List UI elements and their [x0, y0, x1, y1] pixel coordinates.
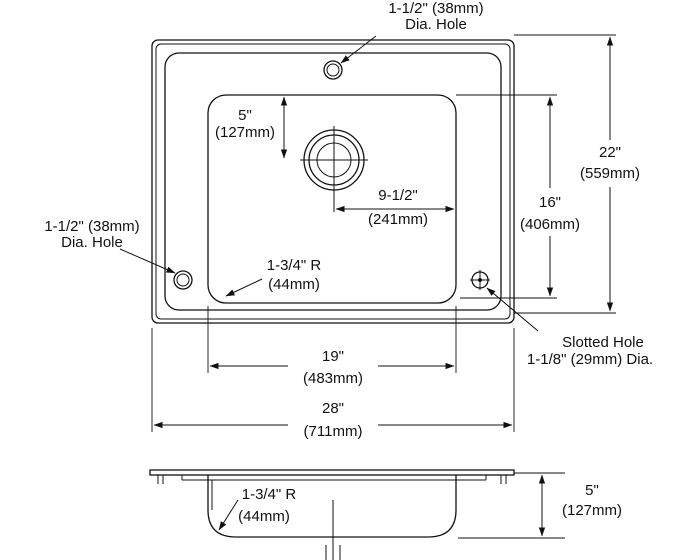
bowl-width-in: 19" — [322, 348, 344, 365]
slotted-hole-label: Slotted Hole — [562, 334, 644, 351]
side-corner-radius-leader — [218, 499, 239, 531]
side-corner-radius-mm: (44mm) — [238, 508, 290, 525]
side-hole — [173, 270, 193, 290]
overall-depth-in: 22" — [599, 144, 621, 161]
mounting-clip-left — [156, 474, 165, 484]
bowl-width-mm: (483mm) — [303, 370, 363, 387]
side-hole-label: Dia. Hole — [61, 234, 123, 251]
corner-radius-leader — [225, 278, 263, 297]
sink-outer-rim — [151, 39, 515, 324]
sink-deck — [164, 52, 502, 311]
bowl-depth-fb-mm: (406mm) — [520, 216, 580, 233]
side-hole-size: 1-1/2" (38mm) — [44, 218, 139, 235]
side-rim — [149, 469, 515, 476]
drain — [300, 126, 368, 212]
drain-offset-v-in: 5" — [238, 107, 252, 124]
side-corner-radius-in: 1-3/4" R — [242, 486, 297, 503]
slotted-hole-size: 1-1/8" (29mm) Dia. — [527, 351, 653, 368]
sink-bowl — [207, 94, 457, 304]
corner-radius-in: 1-3/4" R — [267, 257, 322, 274]
bowl-depth-fb-in: 16" — [539, 194, 561, 211]
overall-depth-mm: (559mm) — [580, 165, 640, 182]
drain-offset-v-mm: (127mm) — [215, 124, 275, 141]
side-hole-leader — [119, 248, 176, 274]
slotted-hole-leader — [486, 287, 539, 332]
side-bowl-profile — [207, 475, 457, 538]
side-bowl-depth-in: 5" — [585, 482, 599, 499]
side-view: 1-3/4" R (44mm) 5" (127mm) — [149, 469, 622, 560]
faucet-hole — [323, 60, 343, 80]
side-bowl-depth-mm: (127mm) — [562, 502, 622, 519]
top-view: 1-1/2" (38mm) Dia. Hole 1-1/2" (38mm) Di… — [44, 0, 653, 440]
drain-offset-h-in: 9-1/2" — [378, 187, 418, 204]
mounting-clip-right — [499, 474, 508, 484]
drain-offset-h-mm: (241mm) — [368, 211, 428, 228]
faucet-hole-size: 1-1/2" (38mm) — [388, 0, 483, 17]
overall-width-in: 28" — [322, 400, 344, 417]
corner-radius-mm: (44mm) — [268, 276, 320, 293]
slotted-hole — [470, 270, 490, 290]
overall-width-mm: (711mm) — [304, 423, 363, 440]
faucet-hole-label: Dia. Hole — [405, 16, 467, 33]
faucet-hole-leader — [340, 35, 377, 64]
sink-rim-inner-edge — [155, 43, 511, 320]
